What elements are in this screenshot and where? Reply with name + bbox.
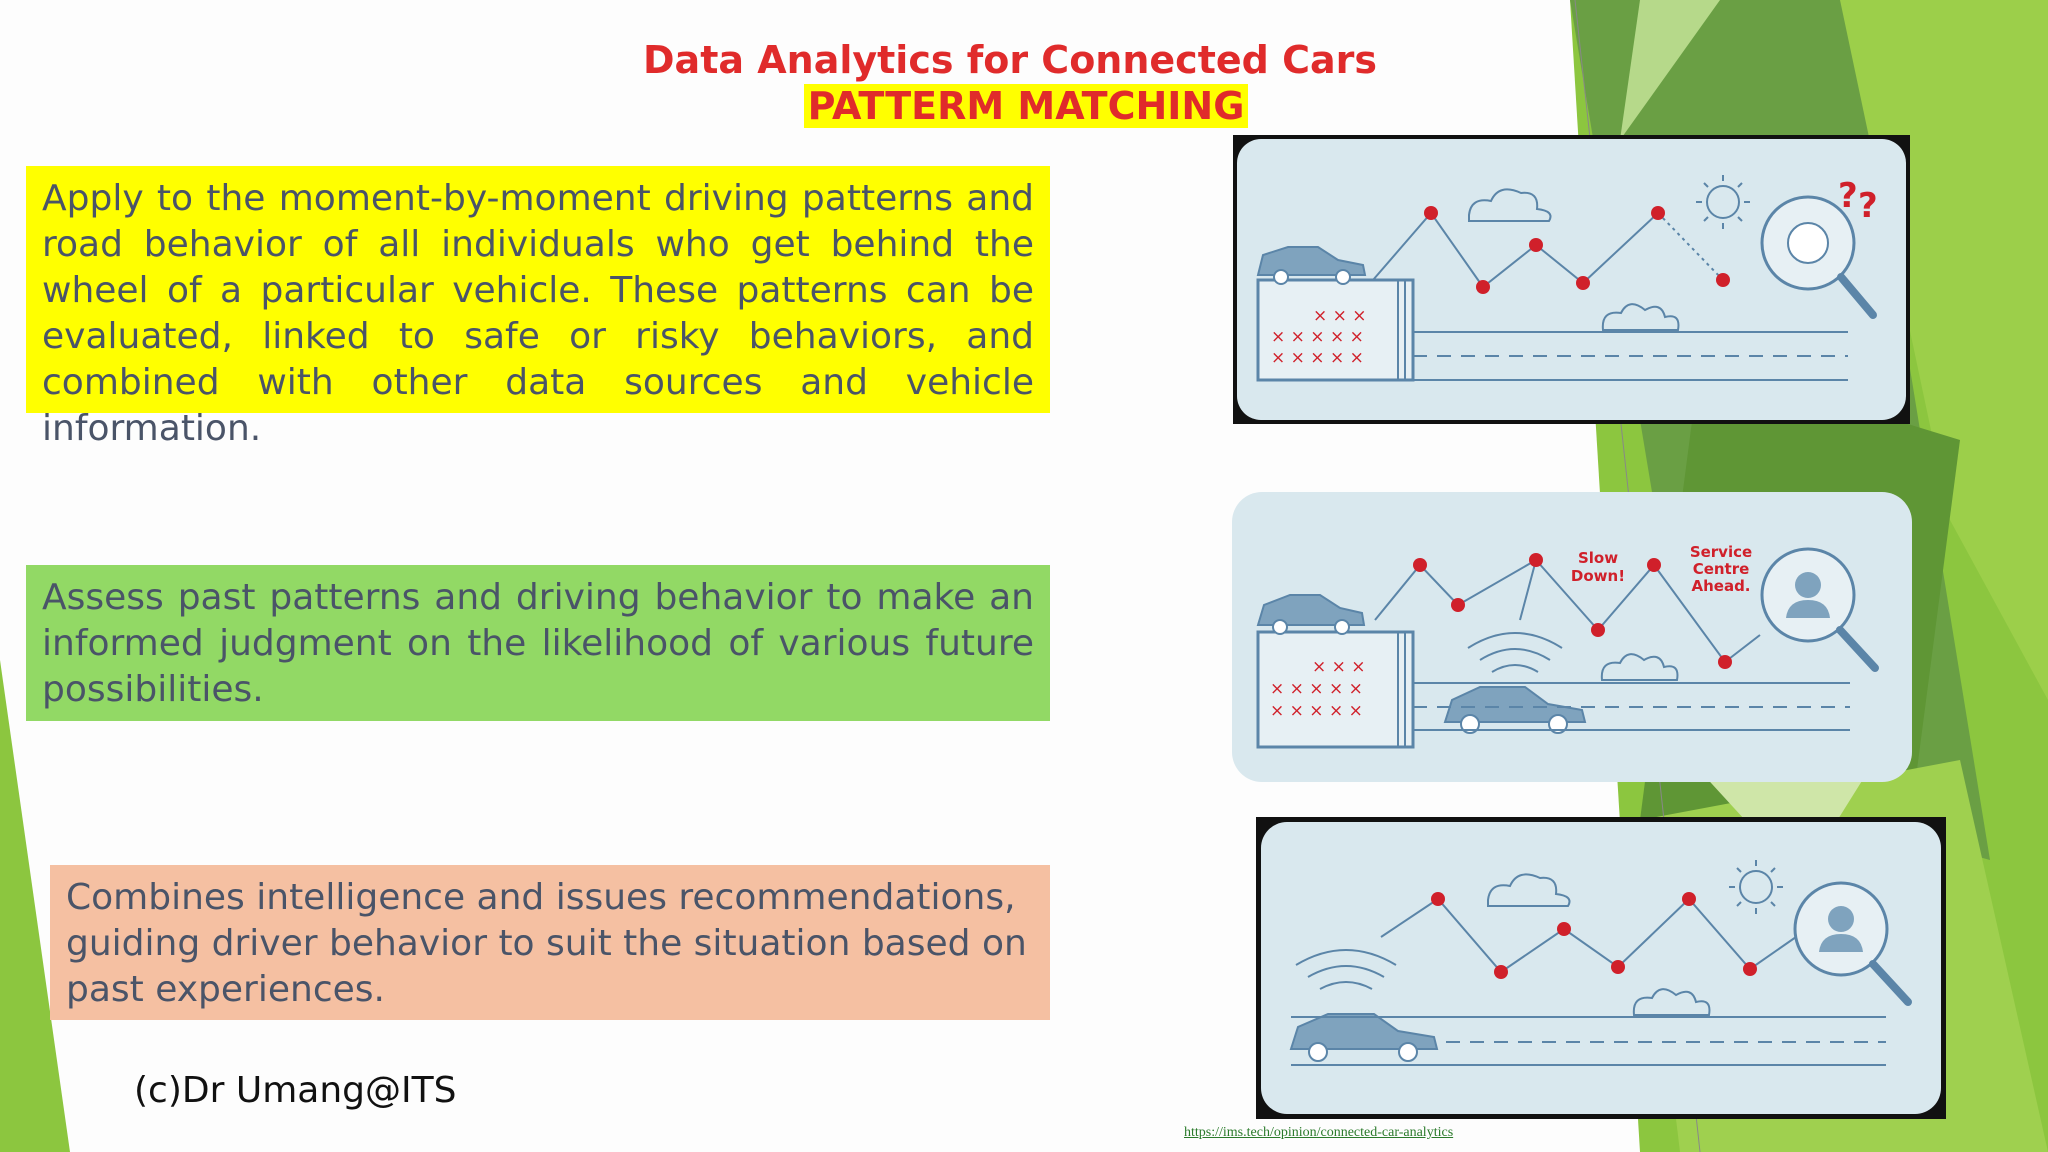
car-icon [1256,246,1367,285]
svg-text:× × ×: × × × [1313,306,1367,326]
sun-icon [1729,860,1783,914]
label-down: Down! [1571,567,1625,585]
magnifier-icon [1760,195,1877,319]
sun-icon [1696,175,1750,229]
label-centre: Centre [1693,560,1750,578]
illustration-pattern-1: × × × × × × × × × × × × × ? ? [1233,135,1910,424]
car-icon [1289,1013,1439,1062]
label-service: Service [1690,543,1752,561]
svg-text:× × ×: × × × [1312,657,1366,677]
label-slow: Slow [1578,549,1618,567]
slide-subtitle: PATTERM MATCHING [803,84,1249,128]
calendar-icon: × × × × × × × × × × × × × [1256,630,1415,749]
svg-text:× × × × ×: × × × × × [1270,701,1363,721]
bush-icon [1632,988,1711,1016]
svg-text:× × × × ×: × × × × × [1271,348,1364,368]
car-icon [1256,594,1366,635]
svg-text:× × × × ×: × × × × × [1271,327,1364,347]
illustration-pattern-2: × × × × × × × × × × × × × Slow Down! Ser… [1232,492,1912,782]
person-icon [1786,572,1830,618]
slide-title: Data Analytics for Connected Cars [643,38,1377,82]
text-box-assess: Assess past patterns and driving behavio… [26,565,1050,721]
source-link[interactable]: https://ims.tech/opinion/connected-car-a… [1184,1125,1454,1140]
cloud-icon [1468,188,1552,222]
svg-text:× × × × ×: × × × × × [1270,679,1363,699]
wifi-icon [1295,949,1397,990]
bush-icon [1600,653,1679,681]
car-icon [1443,686,1587,734]
text-box-apply: Apply to the moment-by-moment driving pa… [26,166,1050,449]
question-icon: ? [1838,176,1858,216]
person-icon [1819,906,1863,952]
calendar-icon: × × × × × × × × × × × × × [1256,278,1415,382]
text-box-combines: Combines intelligence and issues recomme… [50,865,1050,1020]
cloud-icon [1487,873,1571,907]
illustration-pattern-3 [1256,817,1946,1119]
wifi-icon [1467,632,1563,673]
question-mark-text: ? [1858,186,1878,226]
bush-icon [1601,303,1680,331]
credit-text: (c)Dr Umang@ITS [134,1070,457,1111]
label-ahead: Ahead. [1691,577,1750,595]
